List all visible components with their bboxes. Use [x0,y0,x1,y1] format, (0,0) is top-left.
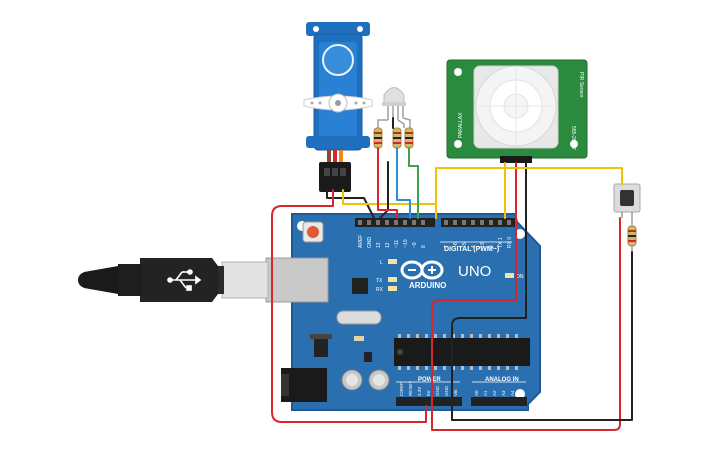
pir-mount-hole [454,68,462,76]
pin-label: GND [444,385,449,396]
usb-b-socket [265,257,329,303]
reset-button[interactable] [302,221,324,243]
led-label-on: ON [516,274,524,280]
led-on [505,273,514,278]
pin-label: A3 [501,390,506,396]
atmega-microcontroller [394,338,530,366]
wire-pir-power [431,162,621,431]
wire-led-red [377,147,398,219]
pin-label: ~3 [480,242,486,248]
pin-label: RESET [408,381,413,396]
pir-mount-hole [570,140,578,148]
pulldown-resistor[interactable] [627,218,637,252]
pir-side-label-right-2: PIR Sensor [578,72,584,98]
pushbutton[interactable] [613,183,641,218]
resistor-red-channel[interactable] [373,127,383,149]
arduino-uno-board[interactable]: AREF GND 13 12 ~11 ~10 ~9 8 7 ~6 ~5 4 ~3… [281,213,541,411]
pin-label: ~6 [453,242,459,248]
servo-connector [319,162,351,192]
led-label-tx: TX [376,278,383,284]
wires [271,117,633,431]
usb-interface-chip [352,278,368,294]
digital-header-right [441,218,516,227]
smd-component [364,352,372,362]
pin-label: ~11 [394,240,400,248]
pin-label: ~9 [412,242,418,248]
uno-model-text: UNO [458,263,491,280]
pir-side-label-right-1: 555-28027 [570,126,576,150]
pin-label: GND [367,237,373,249]
analog-header-label: ANALOG IN [485,377,519,383]
crystal-oscillator [336,310,382,325]
pir-side-label-left: PARALLAX [458,112,464,138]
micro-servo-motor[interactable] [303,22,373,192]
power-pin-labels: IOREF RESET 3.3V 5V GND GND Vin [399,381,458,396]
pin-label: 12 [385,242,391,248]
pin-label: ~5 [462,242,468,248]
top-pin-holes [358,220,511,225]
usb-cable[interactable] [78,257,329,303]
analog-pin-labels: A0 A1 A2 A3 A4 A5 [474,390,524,396]
led-tx [388,277,397,282]
pin-label: ~10 [403,239,409,248]
pir-pin-header [500,156,532,163]
pin-label: 8 [421,245,427,248]
pin-label: 5V [426,390,431,396]
pin-label: 7 [444,245,450,248]
pin-label: A0 [474,390,479,396]
pin-label: A1 [483,390,488,396]
wire-servo-ground [326,189,375,219]
voltage-regulator [314,337,328,357]
capacitor [341,369,363,391]
pin-label: TX 1 [498,237,504,248]
servo-mount-hole [357,26,363,32]
arduino-brand-text: ARDUINO [409,281,446,290]
wire-servo-signal [342,189,437,219]
pin-label: A5 [519,390,524,396]
power-header-label: POWER [418,377,441,383]
pin-label: IOREF [399,382,404,396]
pin-label: GND [435,385,440,396]
arduino-logo [400,260,444,280]
wire-servo-power [271,189,427,423]
pin-label: A4 [510,390,515,396]
servo-mount-hole [313,26,319,32]
pin-label: 2 [489,245,495,248]
analog-header [471,397,527,406]
pin-label: A2 [492,390,497,396]
resistor-green-channel[interactable] [392,127,402,149]
power-header [396,397,462,406]
led-label-l: L [380,260,383,266]
resistor-blue-channel[interactable] [404,127,414,149]
capacitor [368,369,390,391]
smd-component [354,336,364,341]
pir-mount-hole [454,140,462,148]
status-leds: L TX RX ON [376,259,524,293]
wire-led-green [408,147,419,219]
digital-header-label: DIGITAL (PWM~) [444,246,499,253]
led-label-rx: RX [376,287,384,293]
chip-pins [398,334,518,370]
wire-led-blue [396,147,411,219]
wire-button-signal [435,167,623,205]
mounting-hole [515,389,525,399]
pir-motion-sensor[interactable]: PARALLAX 555-28027 PIR Sensor [446,59,588,163]
rgb-led[interactable] [382,87,406,125]
led-l [388,259,397,264]
pin-label: 4 [471,245,477,248]
led-rx [388,286,397,291]
mounting-hole [515,229,525,239]
pin-label: 3.3V [417,387,422,396]
pin-label: 13 [376,242,382,248]
wire-button-ground [451,251,633,421]
pin-label: Vin [453,389,458,396]
wire-pir-ground [451,162,527,421]
pin-label: AREF [358,235,364,248]
usb-icon [167,269,202,291]
